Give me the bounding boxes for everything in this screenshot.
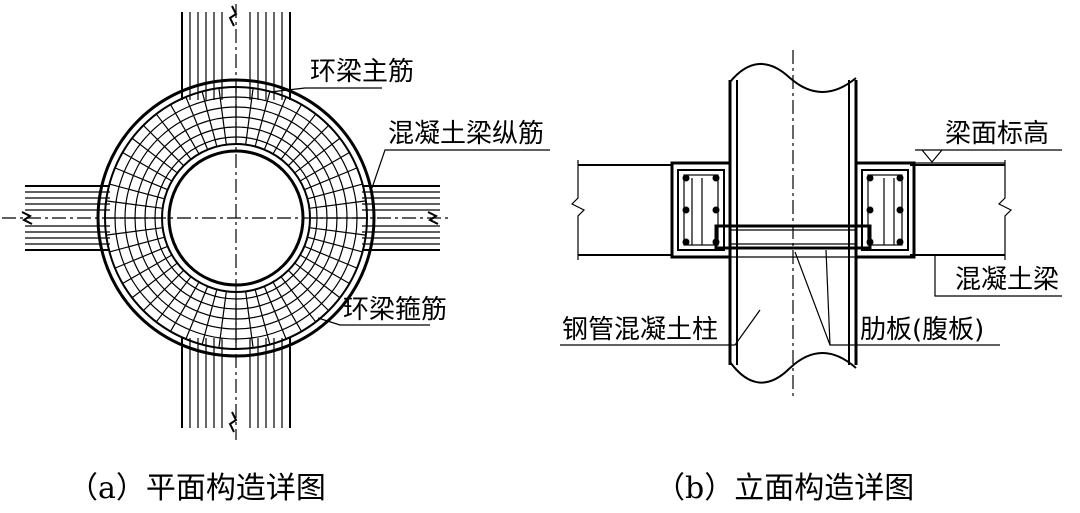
leader-ring-stirrup bbox=[317, 317, 430, 326]
leader-beam-longitudinal-bar bbox=[371, 149, 550, 189]
ring-beam-section-left bbox=[670, 161, 732, 259]
ring-stirrup-line bbox=[307, 236, 363, 253]
caption-b: （b）立面构造详图 bbox=[655, 471, 914, 506]
label-ring-stirrup: 环梁箍筋 bbox=[343, 295, 447, 325]
vertical-beam-bars-top bbox=[181, 12, 291, 100]
ring-stirrup-line bbox=[155, 113, 192, 160]
ring-stirrup-line bbox=[169, 104, 200, 155]
ring-stirrup-line bbox=[272, 104, 303, 155]
label-concrete-beam: 混凝土梁 bbox=[955, 265, 1059, 295]
ring-stirrup-line bbox=[155, 276, 192, 323]
ring-stirrup-line bbox=[109, 183, 165, 200]
horizontal-beam-bars-right bbox=[362, 185, 440, 251]
ring-stirrup-line bbox=[109, 236, 165, 253]
break-mark-top bbox=[228, 5, 238, 27]
ring-stirrup-line bbox=[245, 291, 254, 348]
ring-stirrup-line bbox=[131, 137, 178, 174]
elevation-marker bbox=[856, 149, 1062, 164]
ring-stirrup-line bbox=[304, 245, 358, 269]
label-beam-top-elevation: 梁面标高 bbox=[945, 119, 1049, 149]
ring-stirrup-line bbox=[122, 151, 173, 182]
ring-stirrup-line bbox=[280, 113, 317, 160]
break-mark-bottom bbox=[228, 411, 238, 433]
ring-stirrup-line bbox=[294, 262, 341, 299]
ring-stirrup-line bbox=[254, 289, 271, 345]
vertical-beam-bars-bottom bbox=[181, 338, 291, 428]
leader-ring-main-bar bbox=[269, 87, 382, 93]
ring-stirrup-line bbox=[142, 124, 185, 167]
ring-stirrup-line bbox=[309, 200, 366, 209]
leader-concrete-beam bbox=[934, 255, 1062, 297]
ring-stirrup-line bbox=[106, 200, 163, 209]
ring-stirrup-line bbox=[287, 269, 330, 312]
label-cfst-column: 钢管混凝土柱 bbox=[562, 315, 718, 345]
ring-stirrup-line bbox=[299, 151, 350, 182]
ring-stirrup-line bbox=[201, 91, 218, 147]
ring-stirrup-line bbox=[218, 291, 227, 348]
ring-stirrup-line bbox=[309, 227, 366, 236]
ring-beam-section-right bbox=[854, 161, 916, 259]
leader-cfst-column bbox=[560, 309, 761, 346]
ring-stirrup-line bbox=[185, 96, 209, 150]
ring-stirrup-line bbox=[272, 281, 303, 332]
label-ring-main-bar: 环梁主筋 bbox=[310, 57, 414, 87]
ring-stirrup-line bbox=[254, 91, 271, 147]
ring-stirrup-line bbox=[280, 276, 317, 323]
plan-view: 环梁主筋 混凝土梁纵筋 环梁箍筋 （a）平面构造详图 bbox=[2, 4, 550, 506]
ring-stirrup-line bbox=[245, 88, 254, 145]
ring-stirrup-line bbox=[114, 245, 168, 269]
horizontal-beam-bars-left bbox=[25, 185, 110, 251]
label-beam-longitudinal-bar: 混凝土梁纵筋 bbox=[388, 119, 544, 149]
ring-stirrup-line bbox=[218, 88, 227, 145]
ring-stirrup-line bbox=[169, 281, 200, 332]
elevation-view: 梁面标高 混凝土梁 钢管混凝土柱 肋板(腹板) （b）立面构造详图 bbox=[560, 50, 1062, 506]
ring-stirrup-line bbox=[131, 262, 178, 299]
ring-stirrup-line bbox=[287, 124, 330, 167]
label-rib-plate: 肋板(腹板) bbox=[860, 315, 984, 345]
caption-a: （a）平面构造详图 bbox=[68, 471, 326, 506]
ring-stirrup-line bbox=[142, 269, 185, 312]
rib-plate bbox=[714, 224, 872, 250]
ring-stirrup-line bbox=[106, 227, 163, 236]
ring-stirrup-line bbox=[114, 167, 168, 191]
ring-stirrup-line bbox=[201, 289, 218, 345]
ring-stirrups bbox=[105, 87, 367, 349]
ring-stirrup-line bbox=[294, 137, 341, 174]
ring-stirrup-line bbox=[263, 286, 287, 340]
ring-stirrup-line bbox=[299, 254, 350, 285]
concrete-beam-right bbox=[910, 160, 1013, 260]
leader-rib-plate-2 bbox=[825, 249, 831, 346]
ring-stirrup-line bbox=[263, 96, 287, 150]
ring-stirrup-line bbox=[185, 286, 209, 340]
ring-stirrup-line bbox=[122, 254, 173, 285]
ring-stirrup-line bbox=[307, 183, 363, 200]
concrete-beam-left bbox=[570, 160, 672, 260]
ring-stirrup-line bbox=[304, 167, 358, 191]
